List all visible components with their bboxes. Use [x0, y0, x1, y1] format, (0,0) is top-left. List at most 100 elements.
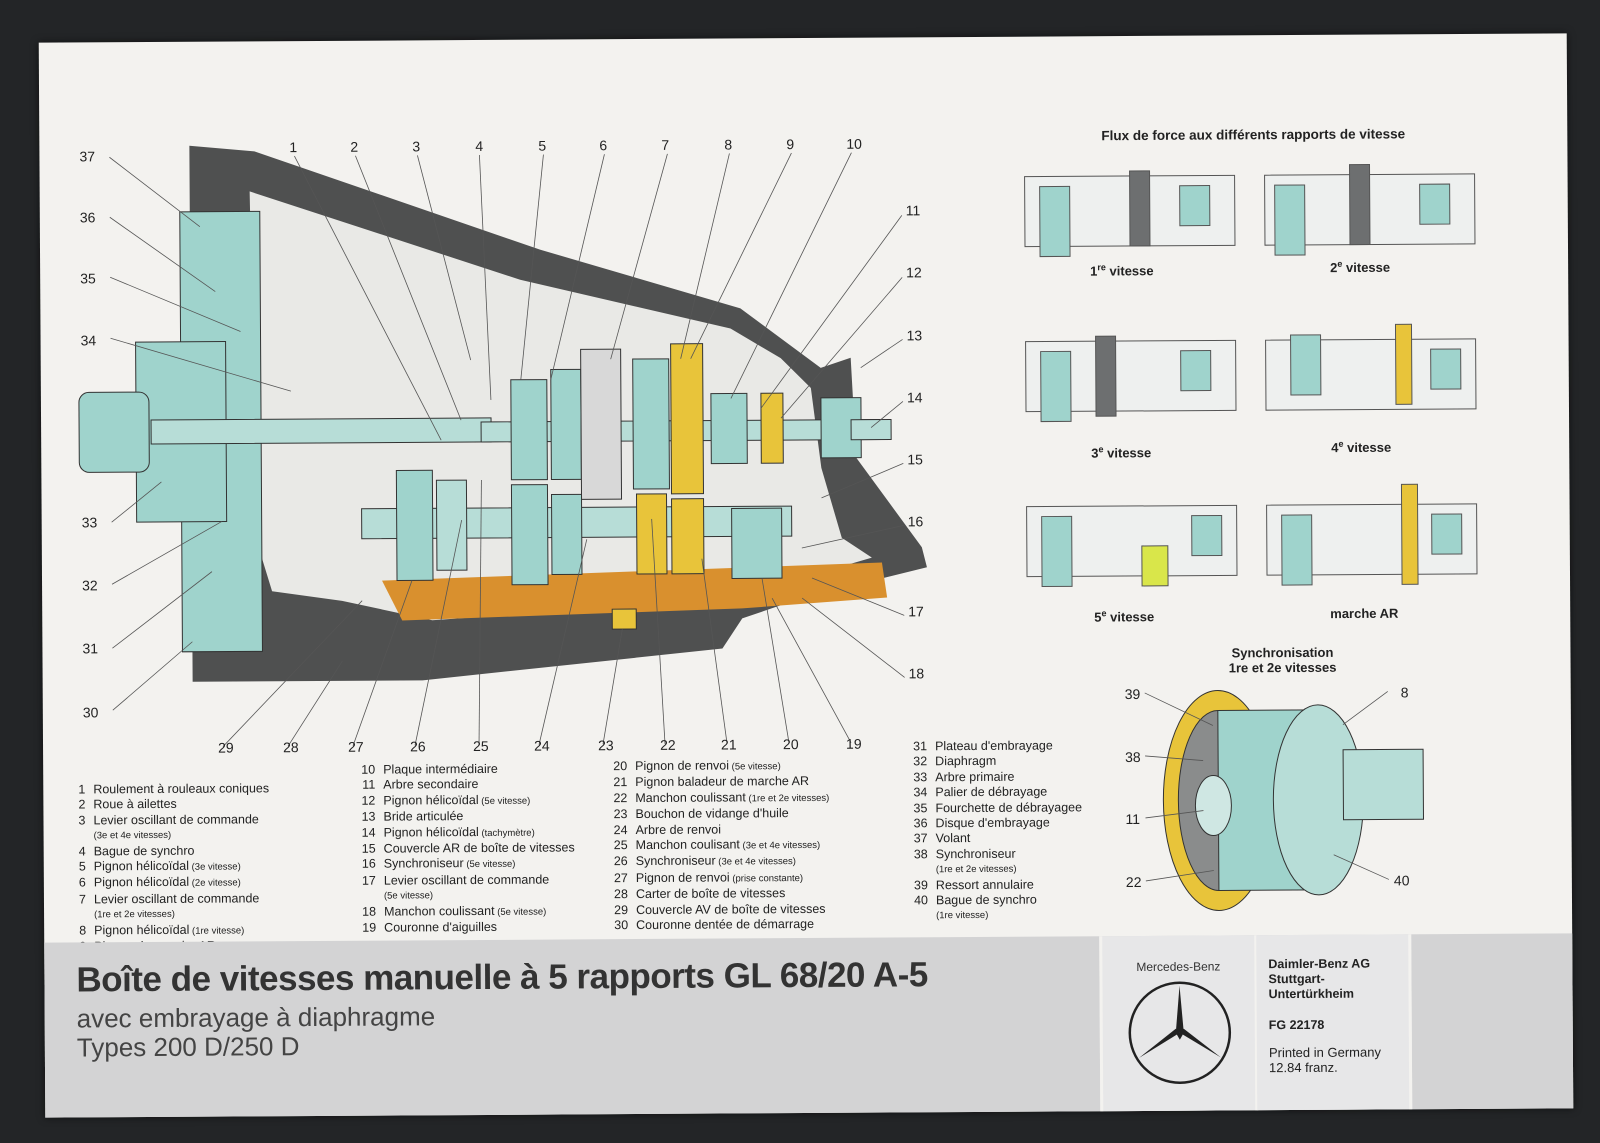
legend-item-text: Roue à ailettes: [93, 797, 177, 812]
legend-item-text: Arbre secondaire: [383, 777, 479, 792]
legend-item-text: Plaque intermédiaire: [383, 761, 498, 777]
callout-14: 14: [906, 389, 923, 406]
legend-item-number: 4: [78, 844, 86, 859]
gear-diagram-1: [1024, 170, 1236, 258]
legend-item-text: Synchroniseur: [635, 853, 716, 869]
flux-title: Flux de force aux différents rapports de…: [1101, 126, 1406, 144]
company-line3: Untertürkheim: [1268, 986, 1355, 1002]
legend-item-qualifier: (3e et 4e vitesses): [739, 839, 821, 852]
gear-caption-4: 4e vitesse: [1331, 438, 1392, 456]
callout-13: 13: [906, 327, 923, 344]
legend-item-qualifier: (5e vitesse): [728, 761, 781, 773]
legend-item-number: 20: [613, 759, 628, 774]
mercedes-star-logo: [1128, 981, 1232, 1084]
legend-item-text: Synchroniseur: [935, 846, 1016, 862]
legend-item-number: 21: [613, 775, 628, 790]
legend-item-text: Manchon coulissant: [384, 903, 495, 919]
legend-item-text: Volant: [935, 831, 971, 846]
legend-item-text: Fourchette de débrayagee: [935, 799, 1083, 815]
callout-33: 33: [81, 514, 98, 531]
legend-item-number: 38: [913, 847, 928, 862]
legend-item-4: 4 Bague de synchro: [72, 843, 296, 860]
print-info: Printed in Germany 12.84 franz.: [1269, 1044, 1381, 1075]
legend-item-number: 37: [913, 831, 928, 846]
legend-item-text: Manchon coulissant: [635, 790, 746, 805]
legend-item-number: 29: [614, 902, 629, 917]
legend-item-text: Synchroniseur: [383, 856, 464, 872]
legend-item-number: 32: [913, 754, 928, 769]
sync-callout-8: 8: [1400, 684, 1409, 701]
legend-item-qualifier: (1re et 2e vitesses): [745, 792, 830, 805]
legend-item-text: Pignon de renvoi: [635, 870, 730, 885]
sync-callout-40: 40: [1393, 872, 1410, 889]
sync-callout-39: 39: [1124, 685, 1141, 703]
legend-item-37: 37 Volant: [914, 831, 1083, 847]
callout-21: 21: [720, 736, 737, 753]
callout-23: 23: [597, 737, 614, 754]
legend-item-number: 16: [361, 857, 376, 872]
gear-diagram-4: [1265, 323, 1477, 411]
callout-11: 11: [905, 202, 921, 219]
legend-item-number: 17: [361, 873, 376, 888]
legend-item-text: Bague de synchro: [93, 843, 195, 858]
gear-diagram-3: [1025, 335, 1237, 423]
gear-diagram-2: [1264, 164, 1476, 256]
callout-7: 7: [661, 136, 670, 153]
callout-22: 22: [659, 736, 676, 753]
legend-item-24: 24 Arbre de renvoi: [614, 821, 830, 838]
legend-item-number: 28: [613, 887, 628, 902]
callout-25: 25: [472, 737, 489, 755]
legend-item-number: 31: [913, 739, 928, 754]
legend-item-text: Ressort annulaire: [935, 877, 1034, 892]
legend-item-number: 24: [613, 822, 628, 837]
gear-caption-2: 2e vitesse: [1330, 258, 1391, 276]
callout-27: 27: [347, 738, 364, 755]
brand-box: Mercedes-Benz: [1099, 935, 1259, 1112]
company-line1: Daimler-Benz AG: [1268, 956, 1371, 972]
legend-item-number: 19: [362, 920, 377, 935]
legend-item-number: 5: [78, 859, 86, 874]
sync-callout-11: 11: [1125, 810, 1141, 828]
legend-item-subnote: (1re et 2e vitesses): [935, 863, 1017, 876]
callout-37: 37: [79, 148, 96, 165]
legend-item-qualifier: (2e vitesse): [189, 877, 241, 890]
legend-item-qualifier: (tachymètre): [478, 827, 535, 839]
callout-1: 1: [289, 139, 298, 156]
brand-label: Mercedes-Benz: [1136, 959, 1221, 974]
legend-item-number: 12: [361, 793, 376, 808]
legend-item-qualifier: (3e vitesse): [188, 861, 241, 873]
gear-caption-reverse: marche AR: [1330, 605, 1399, 622]
publisher-box: Daimler-Benz AG Stuttgart- Untertürkheim…: [1256, 934, 1413, 1111]
legend-item-text: Couronne dentée de démarrage: [636, 917, 815, 933]
legend-item-subnote: (1re et 2e vitesses): [94, 909, 175, 921]
reference-number: FG 22178: [1268, 1017, 1325, 1033]
legend-item-text: Arbre de renvoi: [635, 822, 722, 837]
legend-item-number: 35: [913, 800, 928, 815]
printed-line1: Printed in Germany: [1268, 1044, 1381, 1061]
legend-item-number: 39: [913, 877, 928, 893]
callout-24: 24: [533, 737, 550, 754]
legend-item-text: Bride articulée: [383, 809, 464, 824]
gear-caption-3: 3e vitesse: [1091, 444, 1152, 461]
callout-10: 10: [846, 135, 862, 152]
callout-36: 36: [79, 209, 96, 226]
legend-item-number: 40: [914, 893, 929, 908]
publisher-name: Daimler-Benz AG Stuttgart- Untertürkheim: [1268, 957, 1370, 1003]
legend-item-38: 38 Synchroniseur: [914, 846, 1083, 862]
legend-item-number: 23: [613, 807, 628, 822]
legend-item-number: 34: [913, 785, 928, 800]
